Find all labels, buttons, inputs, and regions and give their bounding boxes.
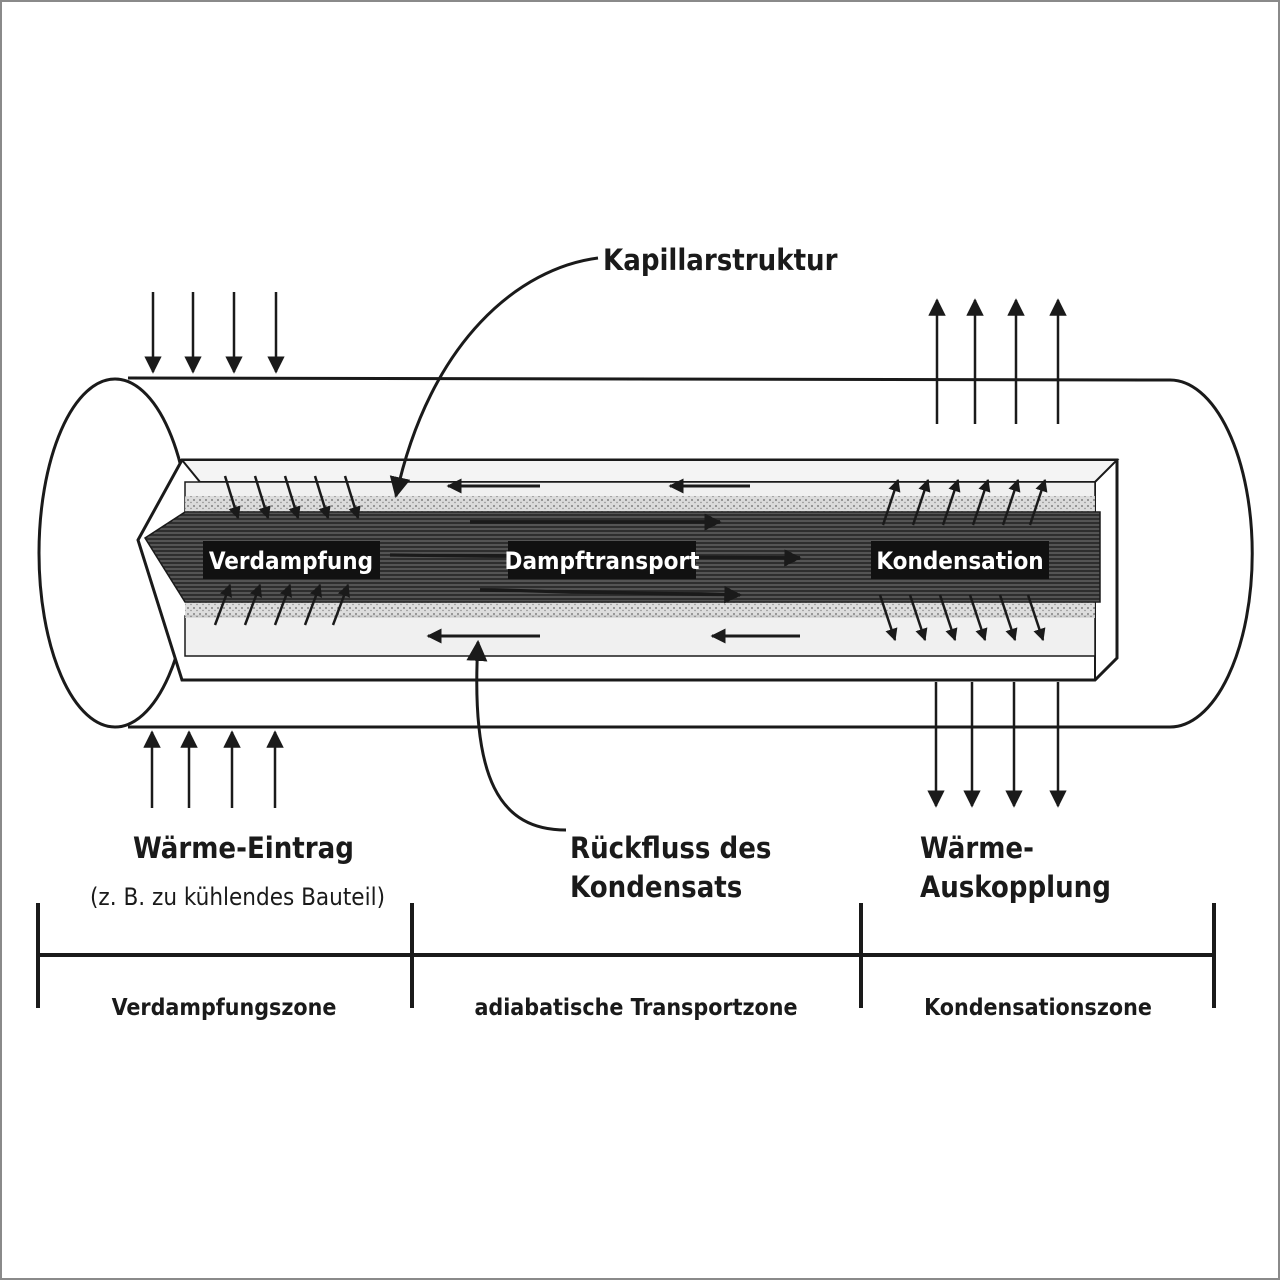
zone-scale-bar <box>36 903 1216 1008</box>
heat-output-arrows-bottom <box>927 682 1067 808</box>
wick-label: Kapillarstruktur <box>603 243 838 277</box>
vapor-transport-label: Dampftransport <box>505 547 700 575</box>
heat-output-label-1: Wärme- <box>920 831 1034 865</box>
condensation-zone-label: Kondensationszone <box>924 995 1152 1021</box>
label-box-vapor-transport: Dampftransport <box>505 541 700 579</box>
heat-input-arrows-top <box>144 292 285 374</box>
heat-input-label: Wärme-Eintrag <box>133 831 354 865</box>
wick-lower <box>184 615 1096 657</box>
condensation-arrows <box>878 478 1048 642</box>
condensate-return-label-1: Rückfluss des <box>570 831 771 865</box>
heat-output-label-2: Auskopplung <box>920 870 1111 904</box>
heat-input-arrows-bottom <box>143 730 284 808</box>
heat-input-note: (z. B. zu kühlendes Bauteil) <box>90 883 385 911</box>
label-box-condensation: Kondensation <box>871 541 1049 579</box>
evaporation-arrows <box>213 475 361 626</box>
heat-output-arrows-top <box>928 298 1067 424</box>
wick-callout-line <box>389 256 599 499</box>
evaporation-label: Verdampfung <box>209 547 373 575</box>
condensate-callout-line <box>466 639 567 832</box>
label-box-evaporation: Verdampfung <box>203 541 380 579</box>
condensate-return-label-2: Kondensats <box>570 870 742 904</box>
condensate-return-arrows <box>426 478 800 644</box>
transport-zone-label: adiabatische Transportzone <box>474 995 797 1021</box>
evaporation-zone-label: Verdampfungszone <box>112 995 337 1021</box>
condensation-label: Kondensation <box>876 547 1043 575</box>
